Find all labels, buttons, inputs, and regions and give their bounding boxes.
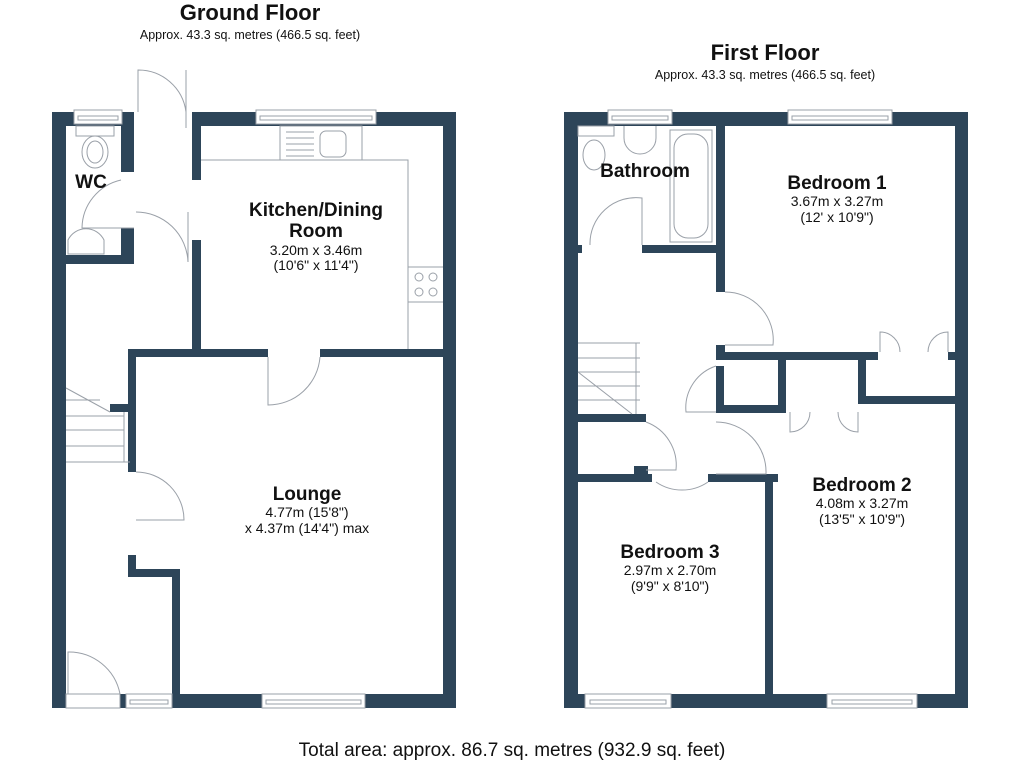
room-name: Lounge (272, 484, 342, 505)
room-label-bedroom3: Bedroom 3 2.97m x 2.70m (9'9" x 8'10") (620, 542, 719, 595)
ground-floor-title: Ground Floor (179, 0, 321, 25)
room-name: Bathroom (600, 161, 690, 182)
room-label-lounge: Lounge 4.77m (15'8") x 4.37m (14'4") max (245, 484, 369, 537)
room-label-wc: WC (75, 172, 107, 193)
room-label-kitchen: Kitchen/Dining Room 3.20m x 3.46m (10'6"… (249, 200, 383, 274)
ground-floor-plan (52, 69, 456, 709)
room-name-line2: Room (289, 221, 343, 243)
room-dim-imperial: (12' x 10'9") (800, 208, 874, 225)
room-name-line1: Kitchen/Dining (248, 200, 384, 221)
room-label-bathroom: Bathroom (600, 161, 690, 182)
room-dim-imperial: (13'5" x 10'9") (818, 510, 906, 527)
room-name: Bedroom 2 (812, 475, 912, 496)
room-dim-imperial: (10'6" x 11'4") (273, 257, 359, 274)
room-dim-metric: 2.97m x 2.70m (623, 562, 717, 579)
total-area: Total area: approx. 86.7 sq. metres (932… (298, 740, 726, 761)
room-dim-metric: 4.08m x 3.27m (815, 495, 909, 512)
ground-floor-area: Approx. 43.3 sq. metres (466.5 sq. feet) (139, 28, 361, 42)
room-name: WC (75, 172, 107, 193)
first-floor-title: First Floor (710, 40, 820, 65)
room-dim-line1: 4.77m (15'8") (265, 504, 349, 521)
first-floor-plan (564, 109, 968, 709)
room-dim-metric: 3.20m x 3.46m (269, 241, 363, 258)
first-floor-area: Approx. 43.3 sq. metres (466.5 sq. feet) (654, 68, 876, 82)
room-dim-metric: 3.67m x 3.27m (790, 193, 884, 210)
room-dim-imperial: (9'9" x 8'10") (630, 577, 710, 594)
room-name: Bedroom 1 (787, 173, 887, 194)
room-label-bedroom2: Bedroom 2 4.08m x 3.27m (13'5" x 10'9") (812, 475, 911, 528)
room-dim-line2: x 4.37m (14'4") max (244, 519, 370, 536)
room-label-bedroom1: Bedroom 1 3.67m x 3.27m (12' x 10'9") (787, 173, 886, 226)
room-name: Bedroom 3 (620, 542, 720, 563)
